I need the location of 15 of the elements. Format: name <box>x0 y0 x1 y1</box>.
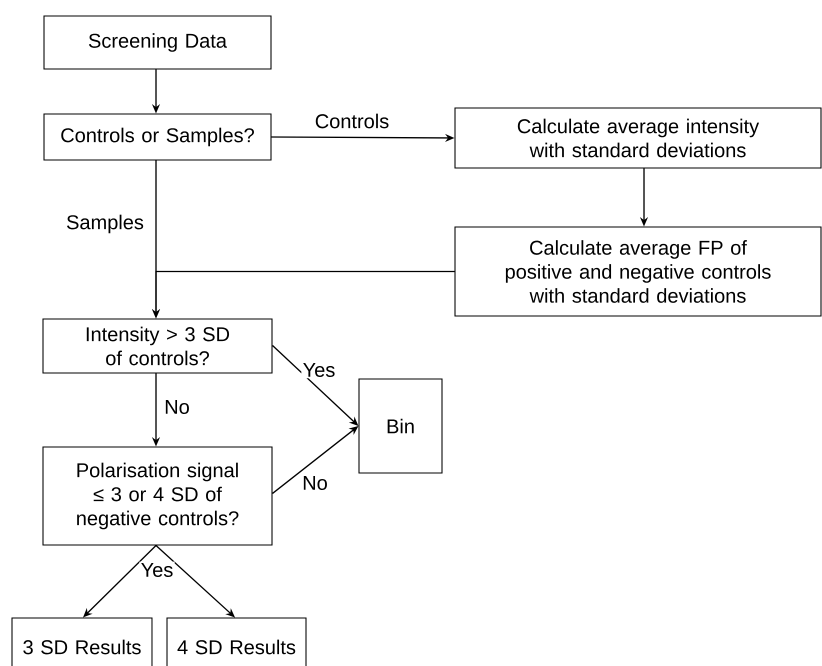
edge-label: No <box>162 398 192 416</box>
process-box: Calculate average intensity with standard deviations <box>454 107 822 169</box>
process-box: Intensity > 3 SD of controls? <box>42 318 273 374</box>
process-box: Controls or Samples? <box>43 113 272 161</box>
process-box: Polarisation signal ≤ 3 or 4 SD of negative controls? <box>42 446 273 546</box>
edge-label: Yes <box>139 562 175 578</box>
process-box: Screening Data <box>43 15 272 70</box>
process-box: Calculate average FP of positive and negative controls with standard deviations <box>454 226 822 317</box>
edge-label: Controls <box>313 112 391 130</box>
edge-label: Samples <box>64 213 146 235</box>
edge-label: Yes <box>301 362 337 378</box>
process-box: 4 SD Results <box>166 617 307 666</box>
edge-label: No <box>300 474 330 492</box>
process-box: Bin <box>358 378 443 474</box>
process-box: 3 SD Results <box>11 617 153 666</box>
